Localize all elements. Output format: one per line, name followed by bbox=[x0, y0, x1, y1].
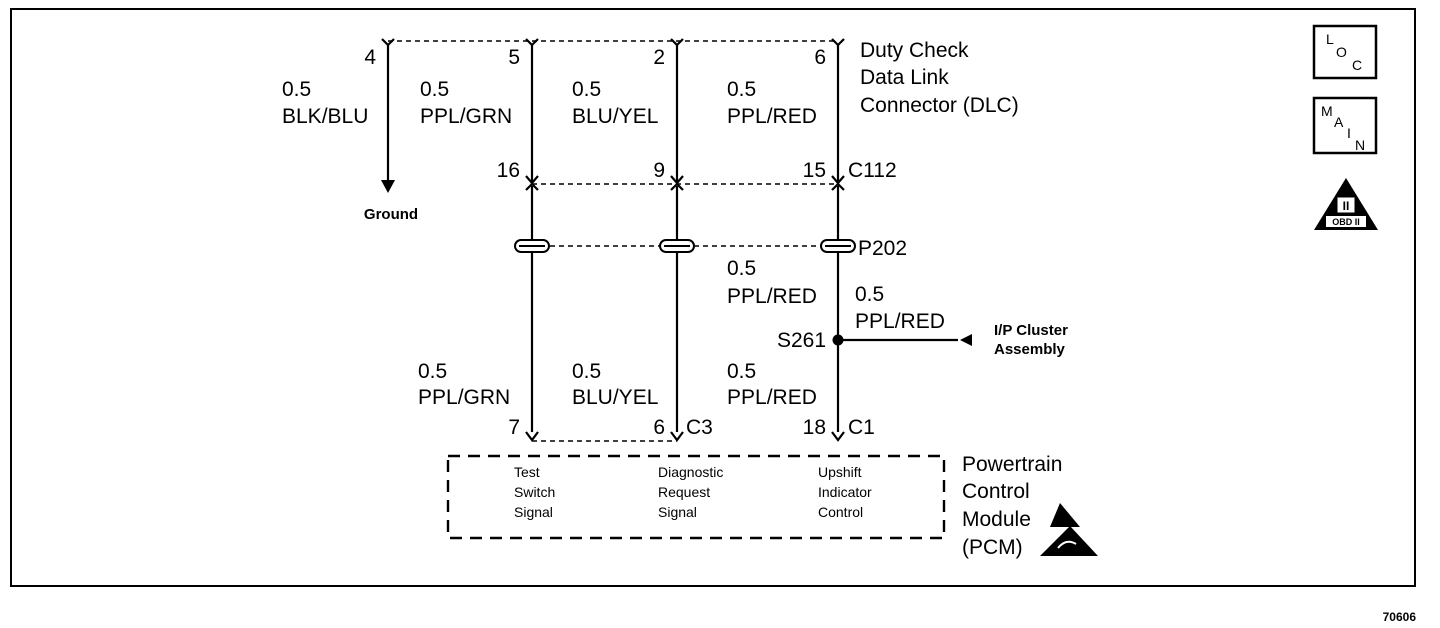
loc-badge: L O C bbox=[1312, 24, 1378, 80]
wire-gauge-label: 0.5 bbox=[420, 78, 449, 101]
c3-pin: 6 bbox=[653, 416, 665, 439]
wire-color-label: BLU/YEL bbox=[572, 386, 658, 409]
pcm-signal-label: Upshift bbox=[818, 464, 862, 480]
c3-chevron bbox=[525, 431, 539, 442]
dlc-name-line: Connector (DLC) bbox=[860, 94, 1019, 117]
c3-label: C3 bbox=[686, 416, 713, 439]
dlc-pin-5: 5 bbox=[508, 46, 520, 69]
pcm-name-line: (PCM) bbox=[962, 536, 1023, 559]
wire-gauge-label: 0.5 bbox=[727, 360, 756, 383]
obd-text: OBD II bbox=[1332, 217, 1360, 227]
pcm-signal-label: Switch bbox=[514, 484, 555, 500]
wire-gauge-label: 0.5 bbox=[727, 257, 756, 280]
wire-gauge-label: 0.5 bbox=[727, 78, 756, 101]
c1-label: C1 bbox=[848, 416, 875, 439]
c112-pin: 16 bbox=[497, 159, 520, 182]
p202-grommet bbox=[514, 239, 550, 253]
c112-chevron bbox=[525, 182, 539, 191]
c112-pin: 9 bbox=[653, 159, 665, 182]
wire-gauge-label: 0.5 bbox=[572, 360, 601, 383]
wire-gauge-label: 0.5 bbox=[572, 78, 601, 101]
pcm-signal-label: Signal bbox=[658, 504, 697, 520]
wire-color-label: PPL/RED bbox=[727, 105, 817, 128]
wire-color-label: PPL/RED bbox=[855, 310, 945, 333]
esd-hand-icon bbox=[1040, 526, 1098, 556]
main-letter: N bbox=[1355, 137, 1365, 153]
c112-chevron bbox=[670, 182, 684, 191]
p202-grommet bbox=[820, 239, 856, 253]
esd-warning-icon bbox=[1050, 503, 1080, 527]
pcm-signal-label: Signal bbox=[514, 504, 553, 520]
wire-gauge-label: 0.5 bbox=[855, 283, 884, 306]
obd-numeral: II bbox=[1343, 199, 1350, 213]
main-letter: M bbox=[1321, 103, 1333, 119]
pcm-signal-label: Control bbox=[818, 504, 863, 520]
pcm-signal-label: Test bbox=[514, 464, 540, 480]
wire-color-label: BLU/YEL bbox=[572, 105, 658, 128]
dlc-pin-4: 4 bbox=[364, 46, 376, 69]
wire-color-label: BLK/BLU bbox=[282, 105, 368, 128]
dlc-name-line: Data Link bbox=[860, 66, 949, 89]
wire-color-label: PPL/RED bbox=[727, 285, 817, 308]
wire-color-label: PPL/RED bbox=[727, 386, 817, 409]
c112-pin: 15 bbox=[803, 159, 826, 182]
ground-label: Ground bbox=[364, 206, 418, 223]
c3-chevron bbox=[670, 431, 684, 442]
diagram-frame bbox=[10, 8, 1416, 587]
loc-letter: O bbox=[1336, 44, 1347, 60]
pcm-signal-label: Diagnostic bbox=[658, 464, 723, 480]
dlc-pin-2: 2 bbox=[653, 46, 665, 69]
pcm-name-line: Powertrain bbox=[962, 453, 1062, 476]
wire-color-label: PPL/GRN bbox=[420, 105, 512, 128]
wire-color-label: PPL/GRN bbox=[418, 386, 510, 409]
main-badge: M A I N bbox=[1312, 96, 1378, 155]
ground-arrow-icon bbox=[381, 180, 395, 193]
wire-gauge-label: 0.5 bbox=[418, 360, 447, 383]
c1-chevron bbox=[831, 431, 845, 442]
wire-gauge-label: 0.5 bbox=[282, 78, 311, 101]
splice-s261-label: S261 bbox=[777, 329, 826, 352]
loc-letter: C bbox=[1352, 57, 1362, 73]
pcm-signal-label: Request bbox=[658, 484, 710, 500]
ip-cluster-label: I/P Cluster bbox=[994, 322, 1068, 339]
main-letter: A bbox=[1334, 114, 1344, 130]
figure-id: 70606 bbox=[1383, 610, 1417, 624]
pcm-box bbox=[446, 454, 946, 540]
c112-label: C112 bbox=[848, 159, 897, 182]
c1-pin: 18 bbox=[803, 416, 826, 439]
pcm-signal-label: Indicator bbox=[818, 484, 872, 500]
c112-chevron bbox=[831, 182, 845, 191]
ip-cluster-arrow-icon bbox=[960, 334, 972, 346]
dlc-pin-6: 6 bbox=[814, 46, 826, 69]
ip-cluster-label: Assembly bbox=[994, 341, 1066, 358]
p202-grommet bbox=[659, 239, 695, 253]
pcm-name-line: Module bbox=[962, 508, 1031, 531]
dlc-name-line: Duty Check bbox=[860, 39, 969, 62]
pcm-name-line: Control bbox=[962, 480, 1030, 503]
p202-label: P202 bbox=[858, 237, 907, 260]
c3-pin: 7 bbox=[508, 416, 520, 439]
loc-letter: L bbox=[1326, 31, 1334, 47]
main-letter: I bbox=[1347, 125, 1351, 141]
obd-ii-badge-icon: II OBD II bbox=[1314, 178, 1378, 230]
